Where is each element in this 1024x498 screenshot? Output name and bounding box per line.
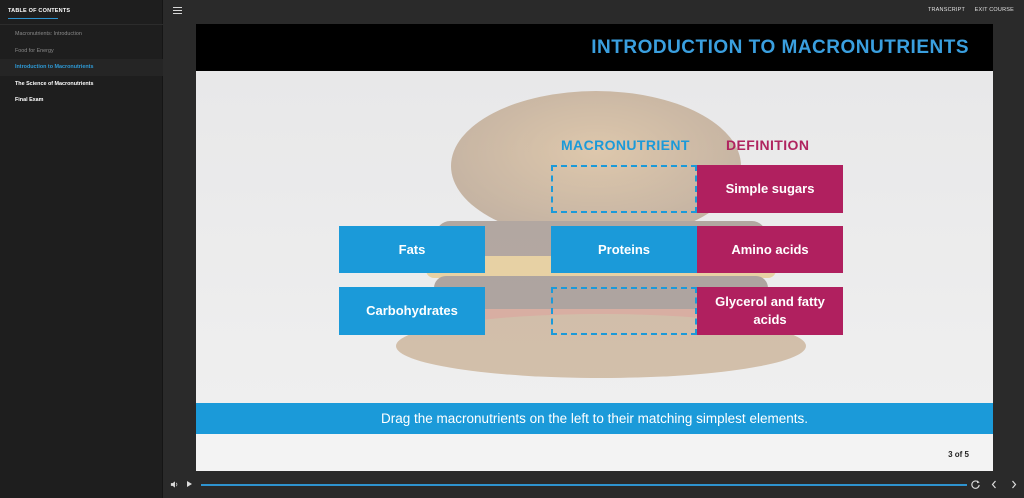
replay-icon[interactable] [970,479,981,490]
toc-item-introduction-to-macronutrients[interactable]: Introduction to Macronutrients [0,59,163,76]
exit-course-button[interactable]: EXIT COURSE [974,7,1014,13]
player-controls [163,476,1024,498]
drag-item-fats[interactable]: Fats [339,226,485,273]
background-burger-image [196,71,993,403]
column-heading-macronutrient: MACRONUTRIENT [561,137,690,153]
toc-item-macronutrients-introduction[interactable]: Macronutrients: Introduction [15,31,82,37]
definition-glycerol-fatty-acids: Glycerol and fatty acids [697,287,843,335]
slide: INTRODUCTION TO MACRONUTRIENTS MACRONUTR… [196,24,993,471]
table-of-contents-sidebar: TABLE OF CONTENTS Macronutrients: Introd… [0,0,163,498]
drop-zone-simple-sugars[interactable] [551,165,697,213]
play-icon[interactable] [187,481,192,487]
slide-header: INTRODUCTION TO MACRONUTRIENTS [196,24,993,71]
toc-divider [0,24,163,25]
drop-zone-glycerol-fatty-acids[interactable] [551,287,697,335]
top-links: TRANSCRIPT EXIT COURSE [920,7,1014,13]
progress-bar[interactable] [201,483,967,486]
toc-title: TABLE OF CONTENTS [8,8,71,14]
chevron-left-icon[interactable] [989,479,999,490]
instruction-text: Drag the macronutrients on the left to t… [381,411,808,426]
transcript-button[interactable]: TRANSCRIPT [927,7,966,13]
hamburger-icon[interactable] [173,7,182,14]
slide-footer: 3 of 5 [196,434,993,471]
chevron-right-icon[interactable] [1009,479,1019,490]
toc-item-final-exam[interactable]: Final Exam [15,97,44,103]
page-count: 3 of 5 [948,450,969,459]
toc-item-science-of-macronutrients[interactable]: The Science of Macronutrients [15,80,94,87]
column-heading-definition: DEFINITION [726,137,810,153]
toc-item-food-for-energy[interactable]: Food for Energy [15,47,54,54]
placed-item-proteins[interactable]: Proteins [551,226,697,273]
toc-title-underline [8,18,58,19]
slide-title: INTRODUCTION TO MACRONUTRIENTS [591,37,969,58]
volume-icon[interactable] [170,480,179,489]
drag-item-carbohydrates[interactable]: Carbohydrates [339,287,485,335]
toc-list: Macronutrients: Introduction Food for En… [0,26,163,109]
instruction-bar: Drag the macronutrients on the left to t… [196,403,993,434]
definition-simple-sugars: Simple sugars [697,165,843,213]
definition-amino-acids: Amino acids [697,226,843,273]
